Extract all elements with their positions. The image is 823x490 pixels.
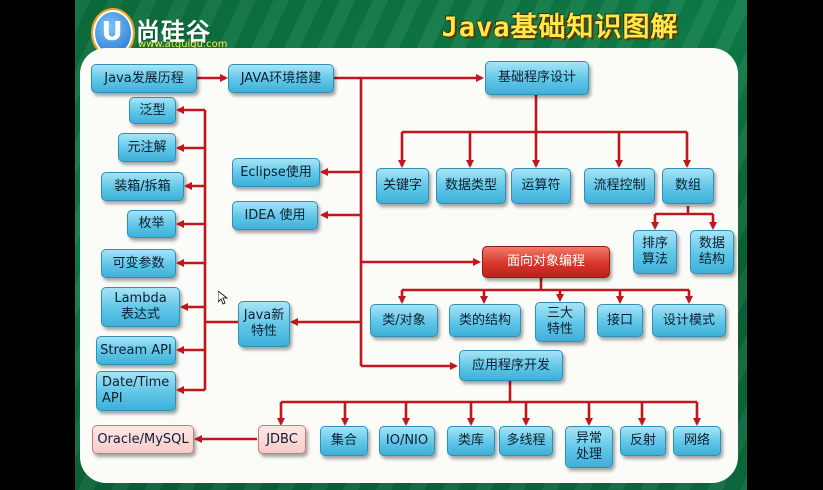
node-generics: 泛型: [129, 97, 176, 124]
node-oracle-mysql: Oracle/MySQL: [92, 425, 194, 454]
node-design-patterns: 设计模式: [652, 304, 726, 337]
node-label: 设计模式: [662, 312, 715, 328]
node-label: 排序 算法: [641, 236, 668, 267]
node-array: 数组: [662, 168, 714, 204]
node-label: Eclipse使用: [240, 164, 312, 180]
node-label: 数组: [674, 178, 701, 194]
node-interface: 接口: [597, 304, 643, 337]
node-java-history: Java发展历程: [91, 64, 197, 93]
node-app-development: 应用程序开发: [459, 350, 563, 381]
node-operators: 运算符: [511, 168, 571, 204]
node-label: 三大 特性: [546, 306, 573, 337]
node-label: 多线程: [506, 433, 546, 449]
node-label: 面向对象编程: [506, 254, 585, 270]
node-label: 反射: [629, 433, 656, 449]
node-data-types: 数据类型: [436, 168, 506, 204]
node-label: 类的结构: [458, 312, 511, 328]
node-label: 装箱/拆箱: [114, 178, 171, 194]
node-label: Stream API: [100, 342, 172, 358]
node-java-new-features: Java新 特性: [238, 301, 290, 347]
node-label: 应用程序开发: [471, 357, 550, 373]
node-collections: 集合: [320, 426, 368, 456]
node-label: 网络: [683, 433, 710, 449]
node-label: IDEA 使用: [244, 207, 306, 223]
node-enum: 枚举: [127, 210, 176, 238]
node-eclipse: Eclipse使用: [232, 158, 320, 187]
node-stream-api: Stream API: [96, 336, 176, 365]
node-exception-handling: 异常 处理: [565, 426, 613, 468]
node-label: Oracle/MySQL: [97, 431, 189, 447]
node-class-object: 类/对象: [370, 304, 438, 337]
node-class-library: 类库: [447, 426, 495, 456]
node-label: 集合: [330, 433, 357, 449]
node-class-structure: 类的结构: [449, 304, 521, 337]
node-varargs: 可变参数: [101, 249, 176, 278]
node-label: 关键字: [382, 178, 422, 194]
node-label: 基础程序设计: [497, 70, 576, 86]
node-label: 数据 结构: [698, 236, 725, 267]
logo-name: 尚硅谷: [136, 18, 211, 46]
node-label: 接口: [606, 312, 633, 328]
node-io-nio: IO/NIO: [379, 426, 435, 456]
node-label: 可变参数: [112, 255, 165, 271]
node-keywords: 关键字: [376, 168, 429, 204]
node-data-structure: 数据 结构: [690, 230, 734, 274]
node-jdbc: JDBC: [258, 425, 306, 454]
node-label: JAVA环境搭建: [240, 70, 322, 86]
node-label: 枚举: [138, 216, 165, 232]
node-label: 流程控制: [593, 178, 646, 194]
node-label: JDBC: [266, 431, 298, 447]
node-label: Java发展历程: [104, 70, 184, 86]
diagram-panel: [80, 48, 738, 483]
node-label: 类/对象: [382, 312, 426, 328]
logo-letter: U: [101, 17, 123, 47]
node-label: 异常 处理: [575, 431, 602, 462]
node-sort-algorithm: 排序 算法: [633, 230, 677, 274]
node-idea: IDEA 使用: [232, 201, 318, 230]
node-label: 数据类型: [444, 178, 497, 194]
node-label: 类库: [457, 433, 484, 449]
slide-title: Java基础知识图解: [441, 12, 679, 43]
node-label: 泛型: [139, 102, 166, 118]
node-network: 网络: [673, 426, 721, 456]
node-three-features: 三大 特性: [535, 302, 585, 342]
node-datetime-api: Date/Time API: [96, 371, 176, 411]
node-lambda: Lambda 表达式: [101, 287, 180, 327]
node-label: 元注解: [127, 139, 167, 155]
node-java-env-setup: JAVA环境搭建: [228, 64, 334, 93]
node-boxing-unboxing: 装箱/拆箱: [101, 172, 184, 201]
node-label: 运算符: [521, 178, 561, 194]
logo: U 尚硅谷 www.atguigu.com: [86, 6, 256, 56]
node-oop: 面向对象编程: [482, 246, 610, 278]
logo-url: www.atguigu.com: [138, 39, 228, 50]
node-basic-programming: 基础程序设计: [485, 61, 589, 95]
node-label: Java新 特性: [243, 308, 285, 339]
node-label: Lambda 表达式: [114, 291, 167, 322]
mouse-cursor-icon: [218, 291, 228, 305]
node-reflection: 反射: [620, 426, 666, 456]
node-multithreading: 多线程: [499, 426, 553, 456]
node-label: IO/NIO: [385, 433, 429, 449]
node-flow-control: 流程控制: [584, 168, 655, 204]
node-meta-annotation: 元注解: [118, 133, 176, 162]
node-label: Date/Time API: [102, 375, 170, 406]
